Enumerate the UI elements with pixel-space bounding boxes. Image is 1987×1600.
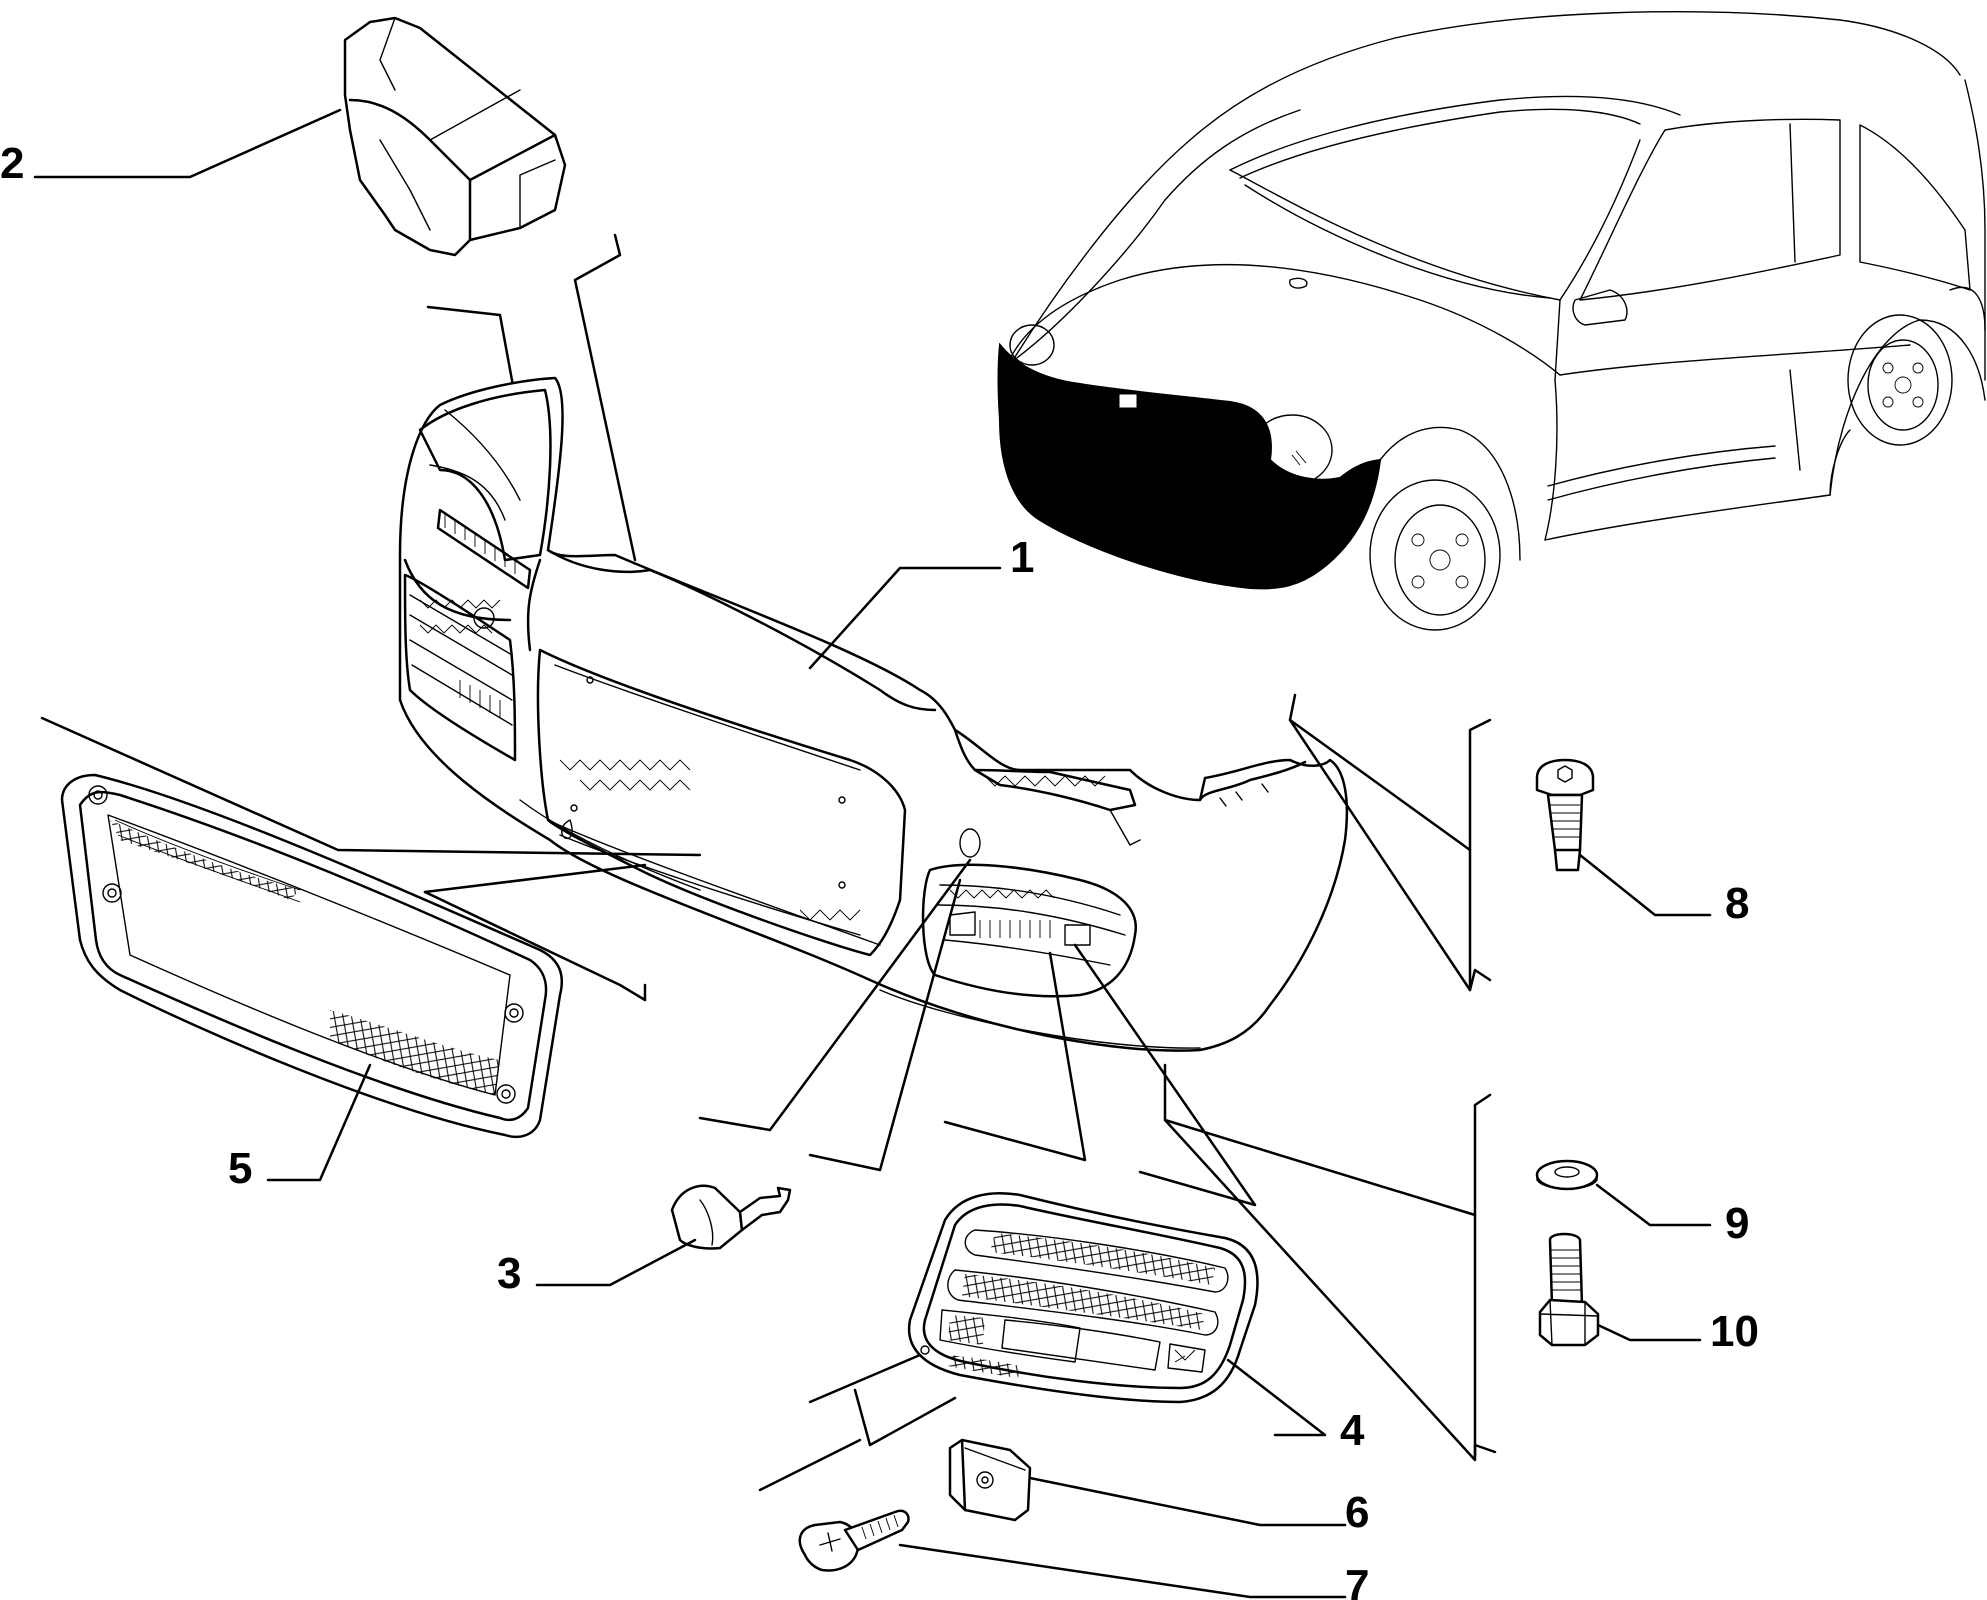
part-3-clip (670, 1184, 792, 1250)
car-reference-drawing (997, 11, 1986, 631)
callout-3: 3 (497, 1249, 521, 1298)
part-8-torx-bolt (1535, 758, 1595, 872)
callout-6: 6 (1345, 1488, 1369, 1537)
callout-labels: 1 2 3 4 5 6 7 8 9 10 (0, 139, 1759, 1600)
part-4-side-grille (907, 1192, 1259, 1404)
part-6-nut-clip (948, 1438, 1032, 1522)
part-5-lower-grille (60, 773, 564, 1139)
callout-8: 8 (1725, 879, 1749, 928)
callout-10: 10 (1710, 1307, 1759, 1356)
callout-5: 5 (228, 1144, 252, 1193)
part-9-washer (1535, 1159, 1599, 1191)
callout-4: 4 (1340, 1406, 1365, 1455)
callout-2: 2 (0, 139, 24, 188)
callout-9: 9 (1725, 1199, 1749, 1248)
callout-1: 1 (1010, 533, 1034, 582)
part-2-absorber-block (343, 16, 567, 257)
part-1-front-bumper (398, 376, 1349, 1052)
callout-7: 7 (1345, 1561, 1369, 1600)
part-7-screw (798, 1509, 910, 1572)
part-10-hex-bolt (1538, 1232, 1600, 1347)
